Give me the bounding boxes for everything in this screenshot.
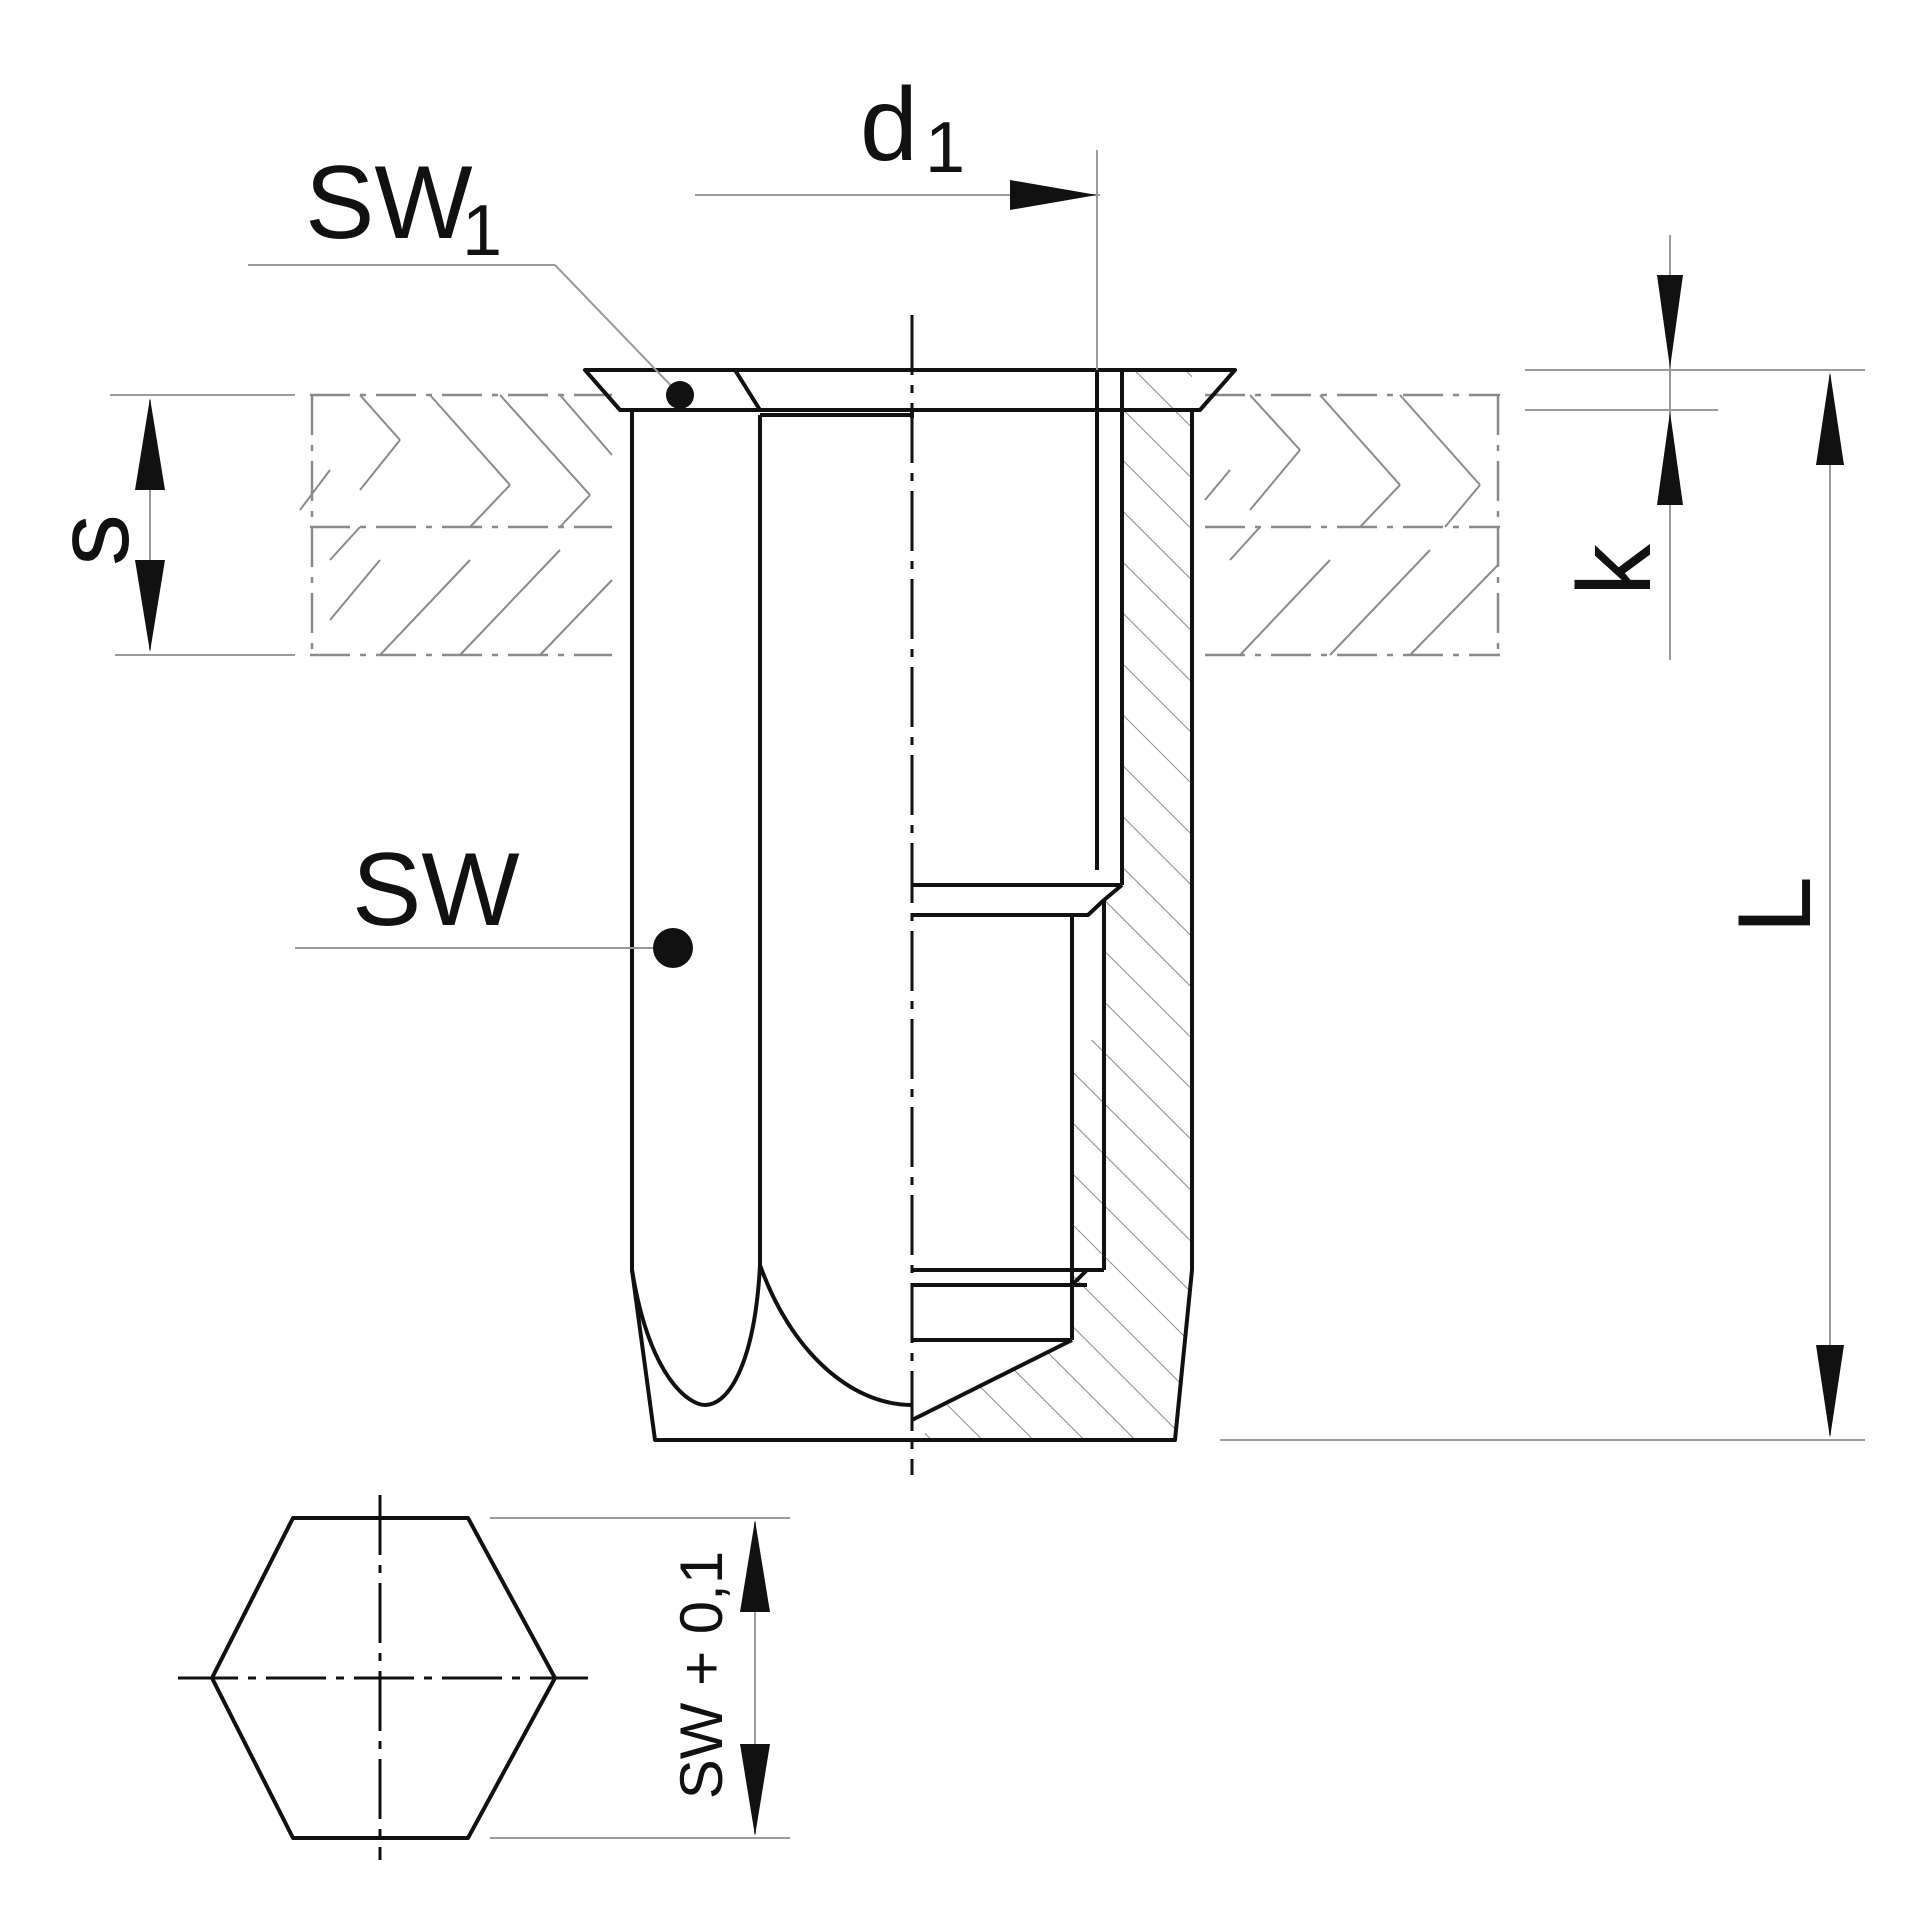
sheet-material — [299, 393, 1500, 657]
dimension-s — [110, 394, 295, 656]
label-s: s — [35, 514, 151, 566]
label-sw1: SW 1 — [305, 145, 502, 271]
sheet-left — [299, 393, 613, 657]
label-L: L — [1717, 876, 1833, 934]
label-d1-sub: 1 — [925, 108, 965, 188]
sw-marker-dot — [653, 928, 693, 968]
drill-point — [911, 1338, 1073, 1422]
label-sw: SW — [352, 832, 520, 948]
hex-flat-arc-left — [630, 1264, 762, 1407]
sw-leader — [295, 928, 693, 968]
label-hex-tolerance: SW + 0,1 — [668, 1551, 735, 1799]
dimension-k — [1525, 235, 1865, 660]
label-d1: d 1 — [860, 67, 965, 188]
hex-flat-arc-right — [758, 1264, 913, 1407]
dimension-L — [1220, 372, 1865, 1441]
label-k: k — [1557, 543, 1673, 596]
rivet-nut-body — [583, 150, 1237, 1442]
hex-socket-view — [178, 1495, 790, 1860]
dimension-d1 — [695, 180, 1100, 210]
sw1-leader — [248, 264, 694, 409]
label-sw1-main: SW — [305, 145, 473, 261]
section-hatching — [925, 370, 1192, 1440]
outer-contour — [630, 410, 1194, 1442]
label-sw1-sub: 1 — [462, 191, 502, 271]
sheet-right — [1204, 393, 1500, 657]
sw1-marker-dot — [666, 381, 694, 409]
label-d1-main: d — [860, 67, 918, 183]
flange-head — [583, 368, 1237, 412]
